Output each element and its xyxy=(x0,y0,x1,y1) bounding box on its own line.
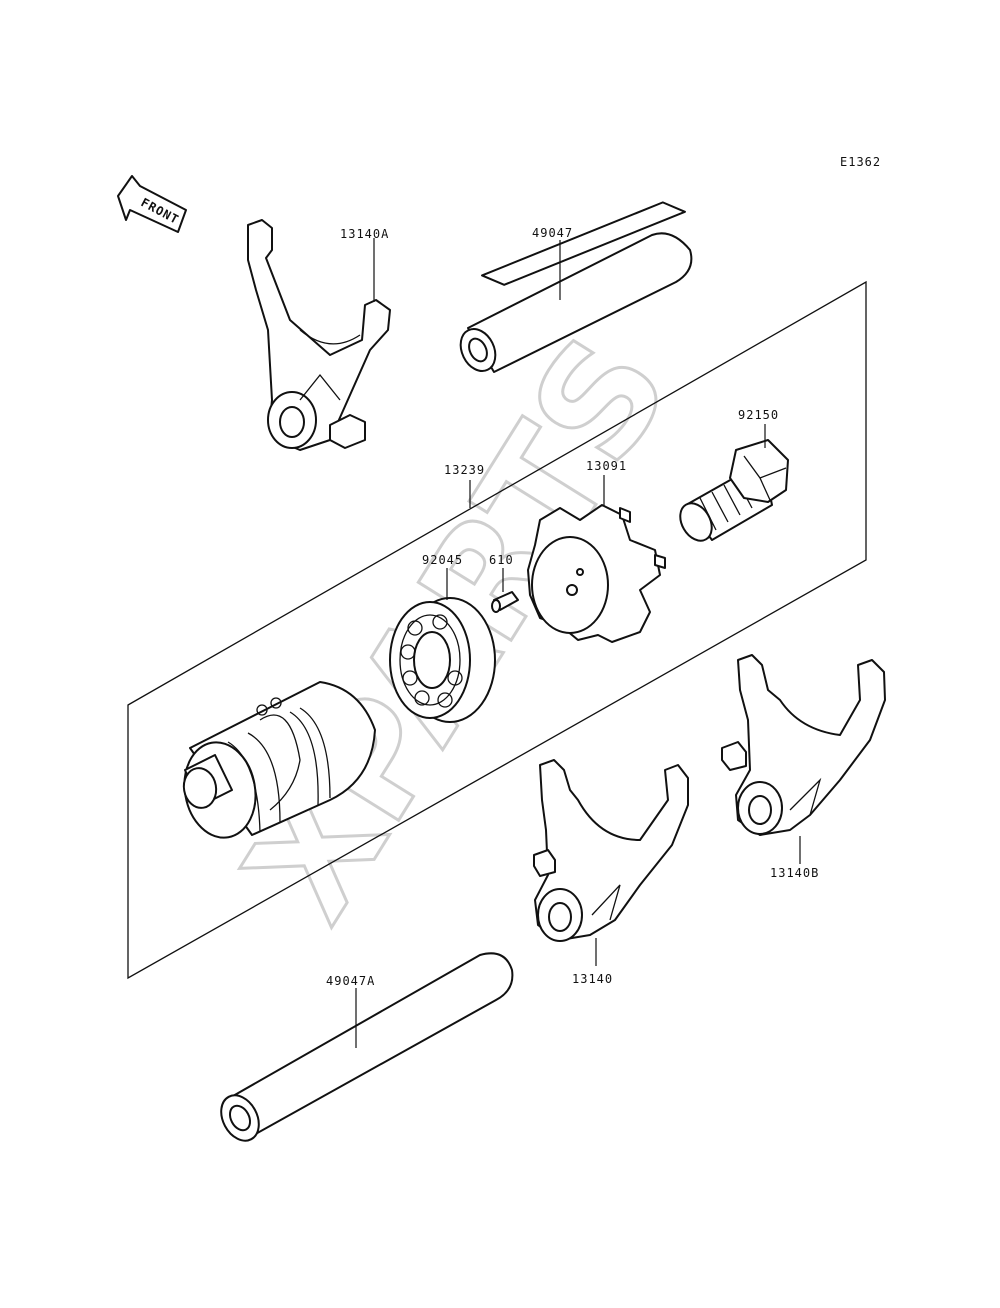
part-label-49047: 49047 xyxy=(532,226,573,240)
part-label-13140b: 13140B xyxy=(770,866,819,880)
front-arrow-icon: FRONT xyxy=(117,175,187,233)
bearing-92045 xyxy=(389,597,496,723)
pin-610 xyxy=(491,591,519,613)
part-label-13239: 13239 xyxy=(444,463,485,477)
part-label-13140: 13140 xyxy=(572,972,613,986)
shaft-49047 xyxy=(459,201,693,373)
part-label-13091: 13091 xyxy=(586,459,627,473)
shift-fork-13140b xyxy=(721,654,886,836)
part-label-13140a: 13140A xyxy=(340,227,389,241)
shift-drum xyxy=(182,681,376,839)
assembly-outline xyxy=(127,280,867,980)
shift-fork-13140 xyxy=(533,759,689,942)
part-label-610: 610 xyxy=(489,553,514,567)
shift-fork-13140a xyxy=(247,219,391,451)
bolt-92150 xyxy=(679,439,789,542)
shaft-49047a xyxy=(220,952,514,1142)
part-label-49047a: 49047A xyxy=(326,974,375,988)
part-label-92045: 92045 xyxy=(422,553,463,567)
cam-plate-13091 xyxy=(527,504,666,643)
part-label-92150: 92150 xyxy=(738,408,779,422)
diagram-code: E1362 xyxy=(840,155,881,169)
